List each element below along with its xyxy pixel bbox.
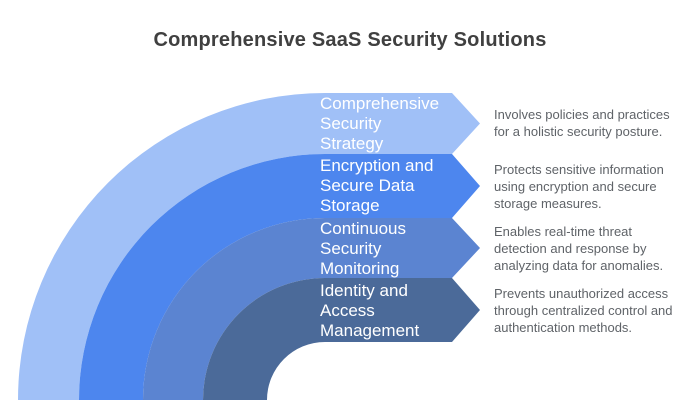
band-description-encryption-secure-data-storage: Protects sensitive information using enc… (494, 162, 664, 211)
band-label-encryption-secure-data-storage: Encryption and Secure Data Storage (320, 156, 434, 215)
page-title: Comprehensive SaaS Security Solutions (153, 29, 547, 51)
band-label-continuous-security-monitoring: Continuous Security Monitoring (320, 219, 407, 278)
band-label-identity-access-management: Identity and Access Management (320, 281, 420, 340)
ring-band-4-identity-access-management (203, 278, 480, 400)
ring-band-3-continuous-security-monitoring (143, 218, 480, 400)
band-description-identity-access-management: Prevents unauthorized access through cen… (494, 286, 673, 335)
ring-band-2-encryption-secure-data-storage (79, 154, 480, 400)
band-description-continuous-security-monitoring: Enables real-time threat detection and r… (494, 224, 664, 273)
band-label-comprehensive-security-strategy: Comprehensive Security Strategy (320, 94, 440, 153)
ring-band-1-comprehensive-security-strategy (18, 93, 480, 400)
band-description-comprehensive-security-strategy: Involves policies and practices for a ho… (494, 107, 670, 139)
